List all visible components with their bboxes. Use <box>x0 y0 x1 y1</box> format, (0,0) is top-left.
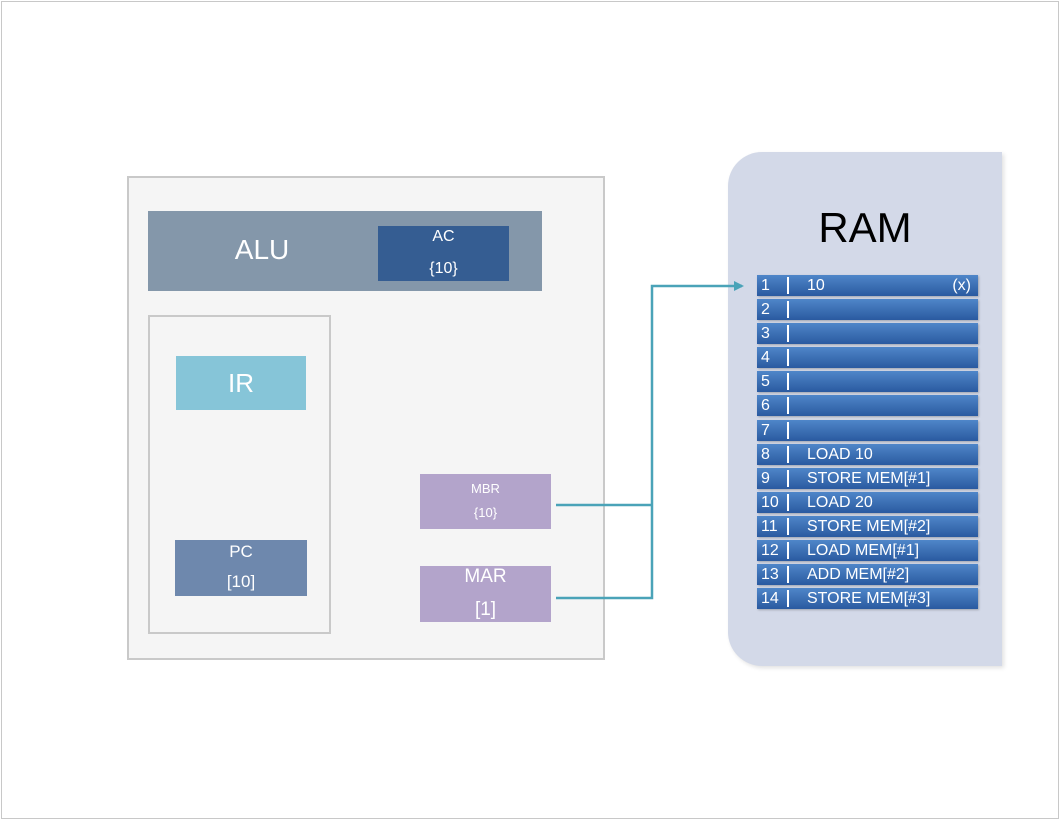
ram-separator <box>787 301 789 319</box>
ram-content: LOAD 10 <box>807 445 873 463</box>
ram-row: 14 STORE MEM[#3] <box>757 588 978 610</box>
ram-row: 12 LOAD MEM[#1] <box>757 540 978 562</box>
ram-separator <box>787 566 789 584</box>
ram-row: 10 LOAD 20 <box>757 491 978 513</box>
ram-row: 13 ADD MEM[#2] <box>757 564 978 586</box>
ram-address: 8 <box>761 445 770 463</box>
ram-content: ADD MEM[#2] <box>807 566 910 584</box>
ir-register: IR <box>176 356 306 410</box>
ram-separator <box>787 325 789 343</box>
ram-address: 6 <box>761 397 770 415</box>
ram-row: 8 LOAD 10 <box>757 443 978 465</box>
pc-label: PC <box>229 542 253 561</box>
ac-value: {10} <box>429 260 458 277</box>
mar-register: MAR [1] <box>420 566 551 622</box>
ram-row: 11 STORE MEM[#2] <box>757 515 978 537</box>
ram-address: 10 <box>761 493 779 511</box>
mbr-register: MBR {10} <box>420 474 551 529</box>
ac-register: AC {10} <box>378 226 509 281</box>
ram-address: 11 <box>761 517 778 535</box>
pc-register: PC [10] <box>175 540 307 596</box>
ram-address: 9 <box>761 469 770 487</box>
ram-content: STORE MEM[#2] <box>807 517 931 535</box>
ram-separator <box>787 349 789 367</box>
ram-separator <box>787 277 789 294</box>
ram-address: 1 <box>761 277 770 294</box>
ram-content: LOAD 20 <box>807 493 873 511</box>
ram-address: 3 <box>761 325 770 343</box>
ram-content: 10 <box>807 277 825 294</box>
ram-row: 2 <box>757 299 978 321</box>
ram-address: 2 <box>761 301 770 319</box>
ram-row: 5 <box>757 371 978 393</box>
ram-content: STORE MEM[#1] <box>807 469 931 487</box>
mbr-label: MBR <box>471 481 500 496</box>
alu-label: ALU <box>234 234 290 265</box>
mbr-value: {10} <box>473 505 498 520</box>
ram-row: 4 <box>757 347 978 369</box>
pc-value: [10] <box>226 572 256 591</box>
ram-separator <box>787 542 789 560</box>
ac-label: AC <box>432 228 455 245</box>
ram-address: 7 <box>761 421 770 439</box>
mar-value: [1] <box>474 599 497 620</box>
ram-row: 3 <box>757 323 978 345</box>
ram-address: 13 <box>761 566 779 584</box>
ram-row: 6 <box>757 395 978 417</box>
ram-separator <box>787 517 789 535</box>
ram-separator <box>787 445 789 463</box>
ram-address: 12 <box>761 542 779 560</box>
ram-separator <box>787 373 789 391</box>
ram-content: STORE MEM[#3] <box>807 590 931 608</box>
ram-address: 4 <box>761 349 770 367</box>
ram-separator <box>787 421 789 439</box>
ram-address: 14 <box>761 590 779 608</box>
ram-separator <box>787 469 789 487</box>
ram-row: 9 STORE MEM[#1] <box>757 467 978 489</box>
ram-tag: (x) <box>952 277 971 294</box>
mar-label: MAR <box>464 566 507 587</box>
ram-row: 1 10 (x) <box>757 275 978 296</box>
ram-title: RAM <box>818 204 912 251</box>
ram-separator <box>787 397 789 415</box>
ram-separator <box>787 590 789 608</box>
ram-row: 7 <box>757 419 978 441</box>
ram-content: LOAD MEM[#1] <box>807 542 920 560</box>
ram-address: 5 <box>761 373 770 391</box>
ram-separator <box>787 493 789 511</box>
